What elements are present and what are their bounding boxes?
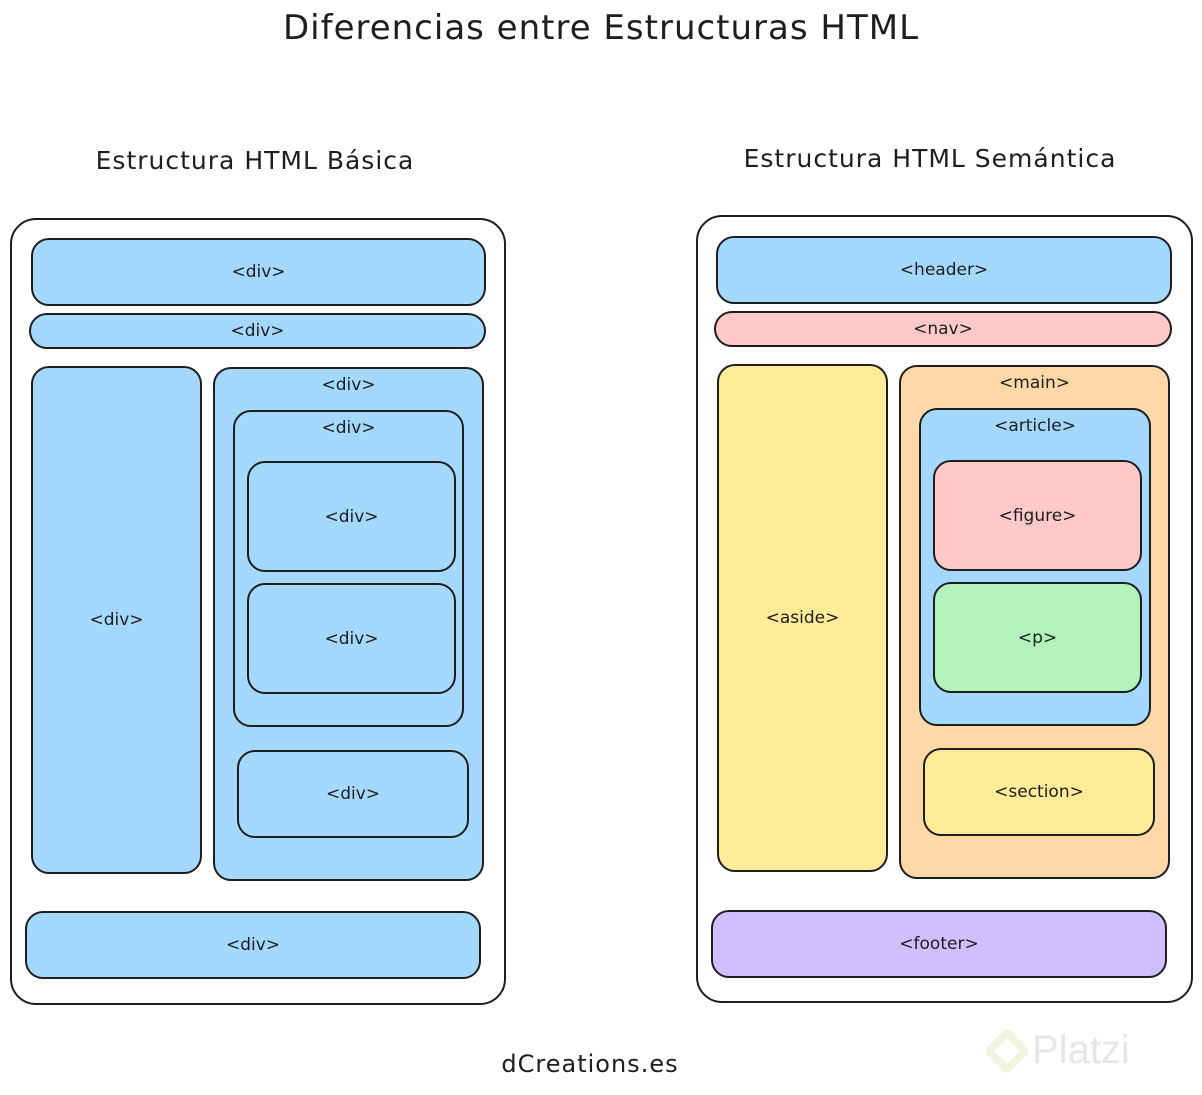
basic-section-div: <div>: [237, 750, 469, 838]
semantic-p: <p>: [933, 582, 1142, 693]
platzi-watermark: Platzi: [982, 1026, 1130, 1075]
platzi-logo-icon: [982, 1026, 1032, 1075]
diagram-title: Diferencias entre Estructuras HTML: [282, 8, 920, 48]
semantic-section: <section>: [923, 748, 1155, 836]
basic-figure-div: <div>: [247, 461, 456, 572]
basic-aside-div: <div>: [31, 366, 202, 874]
basic-footer-div: <div>: [25, 911, 481, 979]
semantic-aside: <aside>: [717, 364, 888, 872]
watermark-text: Platzi: [1032, 1028, 1130, 1072]
semantic-heading: Estructura HTML Semántica: [743, 144, 1117, 173]
credit-text: dCreations.es: [501, 1050, 679, 1078]
semantic-nav: <nav>: [714, 311, 1172, 347]
basic-p-div: <div>: [247, 583, 456, 694]
semantic-figure: <figure>: [933, 460, 1142, 571]
semantic-header: <header>: [716, 236, 1172, 304]
semantic-footer: <footer>: [711, 910, 1167, 978]
basic-header-div: <div>: [31, 238, 486, 306]
basic-heading: Estructura HTML Básica: [95, 146, 415, 175]
basic-nav-div: <div>: [29, 313, 486, 349]
